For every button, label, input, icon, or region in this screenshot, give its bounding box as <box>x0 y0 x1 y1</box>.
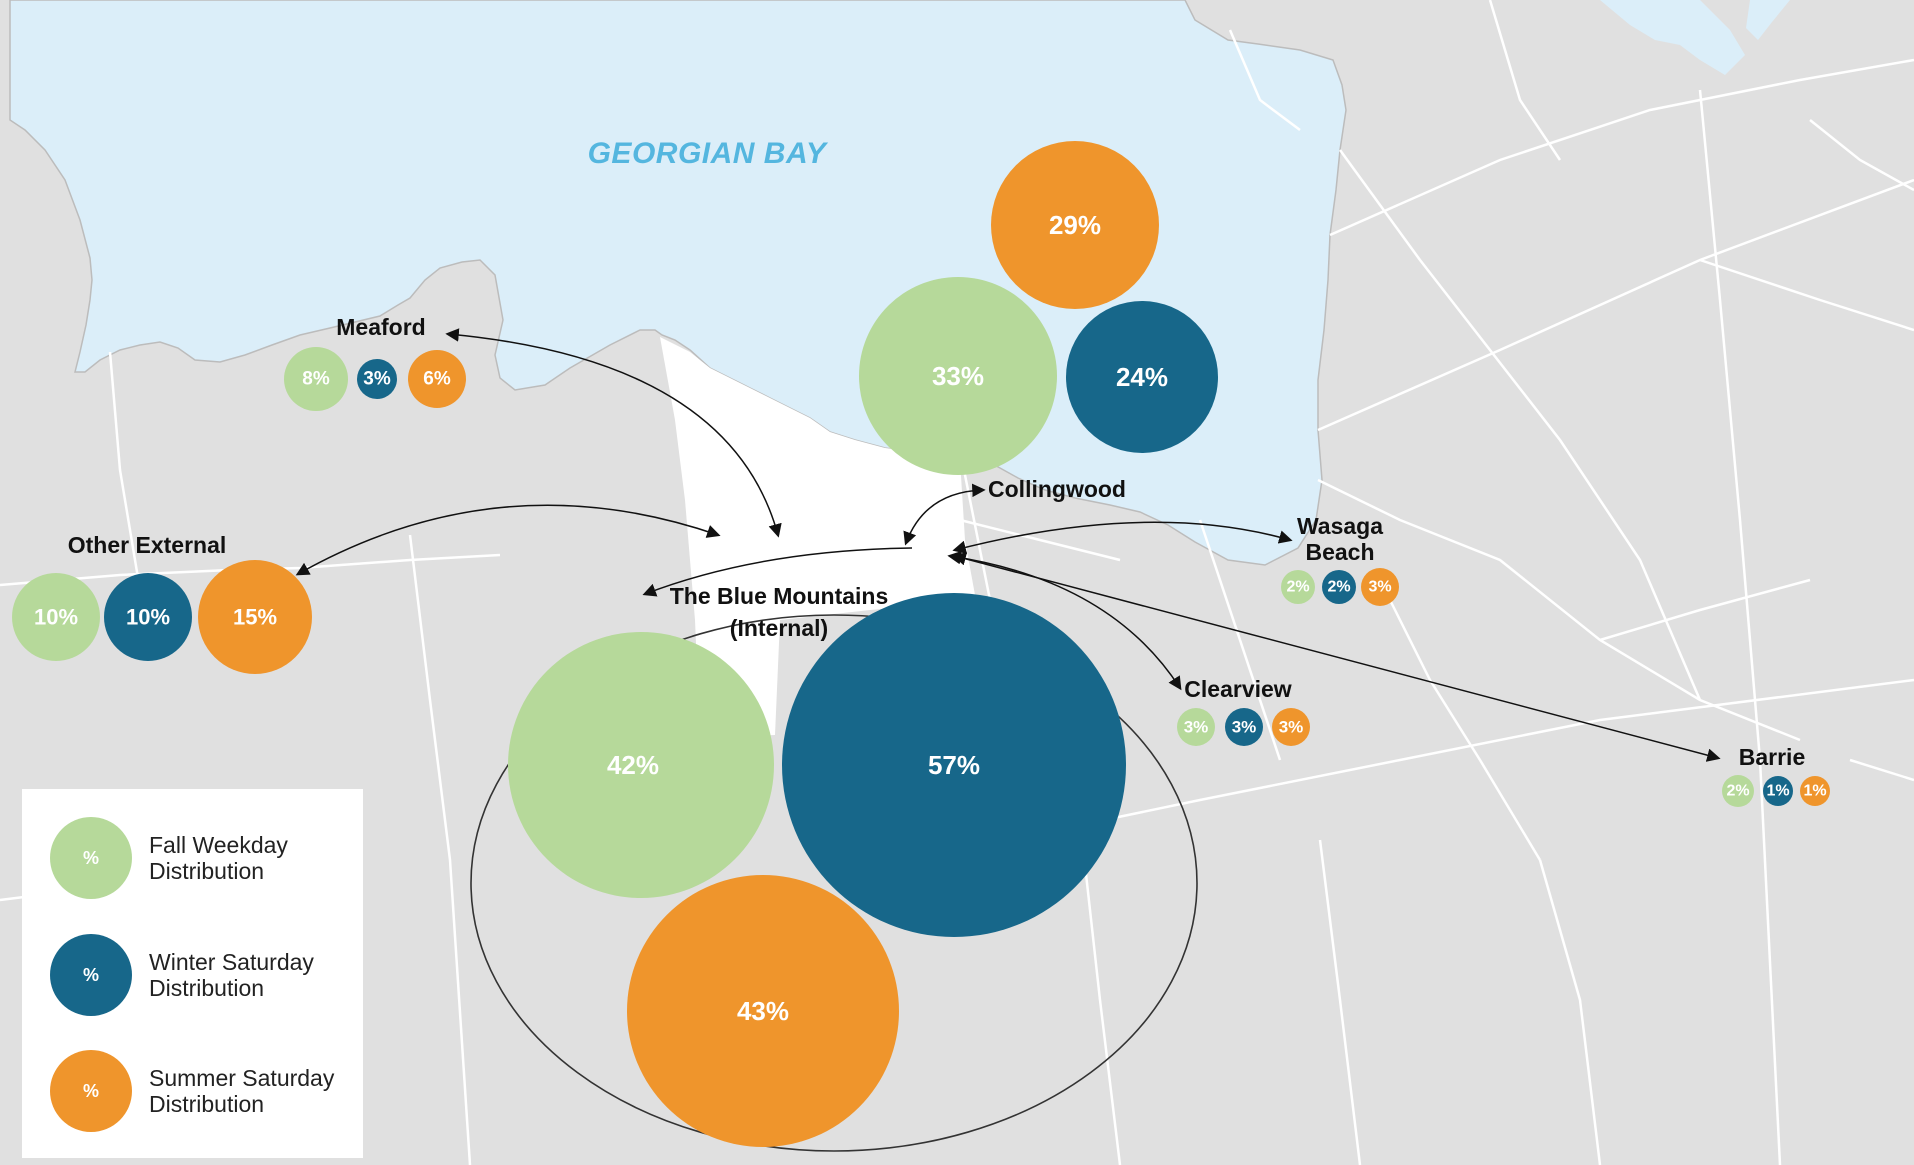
other-external-winter-bubble <box>104 573 192 661</box>
blue-mountains-fall-value: 42% <box>607 750 659 780</box>
wasaga-beach-label-line1: Wasaga <box>1297 513 1383 539</box>
wasaga-beach-winter-value: 2% <box>1327 579 1350 596</box>
legend-item-fall: % Fall Weekday Distribution <box>50 817 349 899</box>
barrie-group: Barrie 2% 1% 1% <box>1722 744 1830 807</box>
collingwood-fall-value: 33% <box>932 361 984 391</box>
blue-mountains-winter-bubble <box>782 593 1126 937</box>
clearview-winter-value: 3% <box>1232 718 1257 737</box>
legend-summer-line2: Distribution <box>149 1091 265 1117</box>
clearview-fall-bubble <box>1177 708 1215 746</box>
blue-mountains-fall-bubble <box>508 632 774 898</box>
legend: % Fall Weekday Distribution % Winter Sat… <box>22 789 363 1158</box>
barrie-label: Barrie <box>1739 744 1805 770</box>
clearview-group: Clearview 3% 3% 3% <box>1177 676 1310 746</box>
collingwood-winter-value: 24% <box>1116 362 1168 392</box>
arrow-meaford <box>445 328 782 538</box>
wasaga-beach-fall-bubble <box>1281 570 1315 604</box>
barrie-fall-value: 2% <box>1726 783 1749 800</box>
flow-arrows <box>295 328 1721 762</box>
other-external-group: Other External 10% 10% 15% <box>12 532 312 674</box>
legend-summer-swatch: % <box>50 1050 132 1132</box>
legend-fall-line1: Fall Weekday <box>149 832 288 858</box>
barrie-winter-bubble <box>1763 776 1793 806</box>
legend-fall-swatch: % <box>50 817 132 899</box>
study-area-ellipse <box>470 614 1198 1152</box>
inland-lake <box>1600 0 1745 75</box>
arrow-collingwood <box>903 483 986 546</box>
meaford-winter-bubble <box>357 359 397 399</box>
wasaga-beach-group: Wasaga Beach 2% 2% 3% <box>1281 513 1399 606</box>
wasaga-beach-summer-value: 3% <box>1368 579 1391 596</box>
collingwood-label: Collingwood <box>988 476 1126 502</box>
clearview-winter-bubble <box>1225 708 1263 746</box>
wasaga-beach-winter-bubble <box>1322 570 1356 604</box>
inland-lake-2 <box>1746 0 1790 40</box>
barrie-winter-value: 1% <box>1766 783 1789 800</box>
blue-mountains-summer-value: 43% <box>737 996 789 1026</box>
barrie-summer-bubble <box>1800 776 1830 806</box>
legend-fall-label: Fall Weekday Distribution <box>149 832 349 884</box>
wasaga-beach-fall-value: 2% <box>1286 579 1309 596</box>
collingwood-summer-bubble <box>991 141 1159 309</box>
arrow-wasaga-beach <box>952 521 1293 554</box>
legend-item-summer: % Summer Saturday Distribution <box>50 1050 349 1132</box>
collingwood-fall-bubble <box>859 277 1057 475</box>
meaford-summer-bubble <box>408 350 466 408</box>
barrie-summer-value: 1% <box>1803 783 1826 800</box>
meaford-summer-value: 6% <box>423 369 451 390</box>
arrow-internal <box>642 547 913 597</box>
other-external-label: Other External <box>68 532 227 558</box>
clearview-fall-value: 3% <box>1184 718 1209 737</box>
legend-winter-line1: Winter Saturday <box>149 949 314 975</box>
arrow-barrie <box>952 552 1721 762</box>
collingwood-summer-value: 29% <box>1049 210 1101 240</box>
collingwood-distribution: 29% 33% 24% <box>859 141 1218 475</box>
legend-winter-label: Winter Saturday Distribution <box>149 949 349 1001</box>
meaford-label: Meaford <box>336 314 425 340</box>
wasaga-beach-label-line2: Beach <box>1305 539 1374 565</box>
legend-winter-swatch: % <box>50 934 132 1016</box>
meaford-fall-bubble <box>284 347 348 411</box>
blue-mountains-winter-value: 57% <box>928 750 980 780</box>
other-external-winter-value: 10% <box>126 605 170 630</box>
blue-mountains-summer-bubble <box>627 875 899 1147</box>
wasaga-beach-summer-bubble <box>1361 568 1399 606</box>
meaford-group: Meaford 8% 3% 6% <box>284 314 466 411</box>
legend-summer-label: Summer Saturday Distribution <box>149 1065 349 1117</box>
barrie-fall-bubble <box>1722 775 1754 807</box>
georgian-bay-label: GEORGIAN BAY <box>588 137 829 170</box>
blue-mountains-label-line2: (Internal) <box>730 615 828 641</box>
other-external-fall-bubble <box>12 573 100 661</box>
clearview-summer-bubble <box>1272 708 1310 746</box>
meaford-winter-value: 3% <box>363 369 391 390</box>
clearview-label: Clearview <box>1184 676 1292 702</box>
blue-mountains-label-line1: The Blue Mountains <box>670 583 889 609</box>
other-external-fall-value: 10% <box>34 605 78 630</box>
legend-summer-line1: Summer Saturday <box>149 1065 335 1091</box>
legend-fall-line2: Distribution <box>149 858 265 884</box>
legend-item-winter: % Winter Saturday Distribution <box>50 934 349 1016</box>
arrow-other-external <box>295 504 721 576</box>
blue-mountains-group: The Blue Mountains (Internal) 42% 57% 43… <box>508 583 1126 1147</box>
collingwood-winter-bubble <box>1066 301 1218 453</box>
other-external-summer-bubble <box>198 560 312 674</box>
other-external-summer-value: 15% <box>233 605 277 630</box>
clearview-summer-value: 3% <box>1279 718 1304 737</box>
meaford-fall-value: 8% <box>302 369 330 390</box>
legend-winter-line2: Distribution <box>149 975 265 1001</box>
